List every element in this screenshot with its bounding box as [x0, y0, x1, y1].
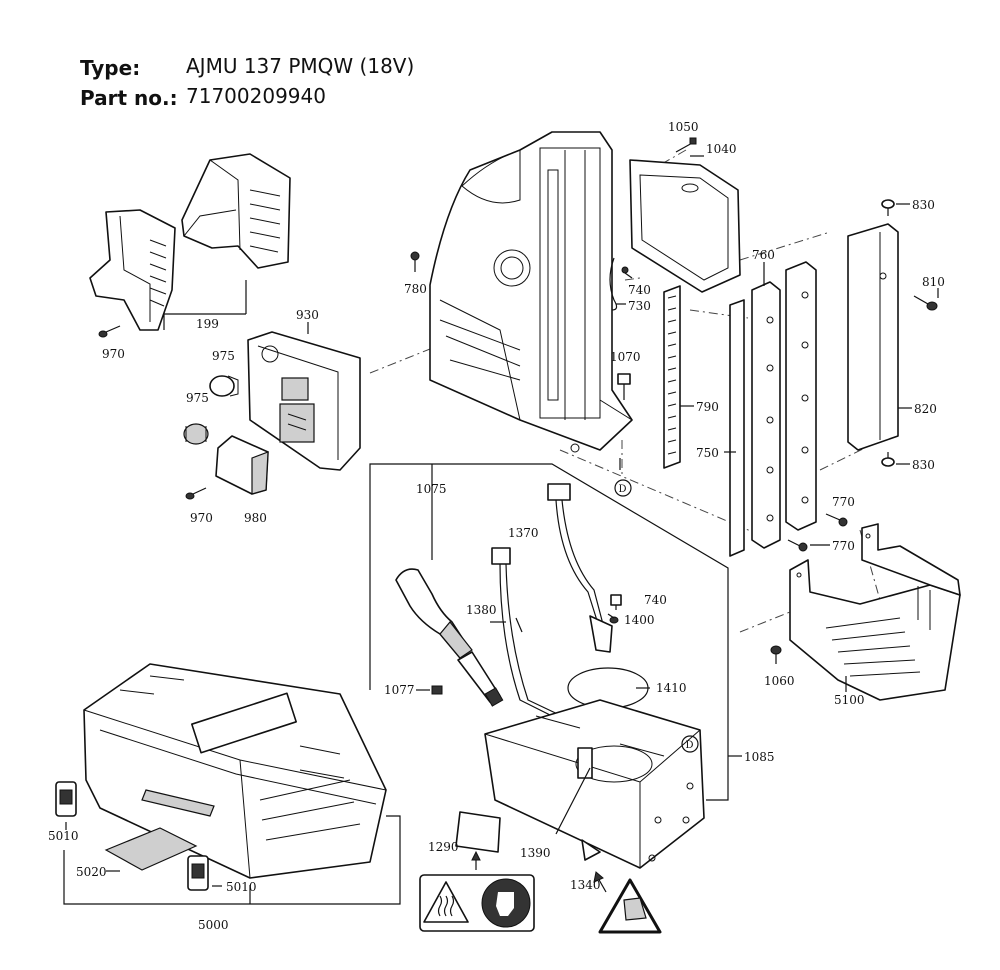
- callout-790: 790: [696, 400, 719, 414]
- reference-marker-d-lower: D: [681, 735, 699, 753]
- tool-handle-1075: [395, 568, 504, 707]
- screw-970-lower: [185, 487, 207, 500]
- callout-770-upper: 770: [832, 495, 855, 509]
- callout-labels: 1050 1040 830 810 820 830 760 780 740 73…: [48, 120, 945, 932]
- rail-inner: [785, 261, 817, 531]
- callout-1380: 1380: [466, 603, 497, 617]
- callout-199: 199: [196, 317, 219, 331]
- callout-740-lower: 740: [644, 593, 667, 607]
- callout-780: 780: [404, 282, 427, 296]
- callout-1060: 1060: [764, 674, 795, 688]
- svg-text:D: D: [619, 484, 627, 495]
- callout-970-lower: 970: [190, 511, 213, 525]
- latch-5010-left: [55, 781, 77, 817]
- callout-1040: 1040: [706, 142, 737, 156]
- callout-810: 810: [922, 275, 945, 289]
- callout-1370: 1370: [508, 526, 539, 540]
- screw-810: [913, 295, 938, 311]
- cable-1370: [547, 483, 613, 653]
- screw-970-upper: [98, 325, 121, 338]
- main-column-housing: [429, 131, 633, 453]
- svg-text:D: D: [686, 740, 694, 751]
- callout-1075: 1075: [416, 482, 447, 496]
- callout-975-upper: 975: [212, 349, 235, 363]
- callout-1390: 1390: [520, 846, 551, 860]
- part-number-label: Part no.:: [80, 86, 178, 110]
- callout-760: 760: [752, 248, 775, 262]
- cable-1380: [491, 547, 593, 741]
- guard-5100: [789, 523, 961, 701]
- base-block-1085: [484, 699, 705, 869]
- callout-750: 750: [696, 446, 719, 460]
- handle-assembly-199: [89, 153, 291, 331]
- screw-770-upper: [825, 513, 848, 527]
- screw-1070: [617, 373, 631, 400]
- callout-770-lower: 770: [832, 539, 855, 553]
- callout-1070: 1070: [610, 350, 641, 364]
- type-label: Type:: [80, 56, 141, 80]
- hot-surface-warning-icon: [423, 881, 469, 923]
- rail-820: [847, 223, 899, 451]
- leader-lines: [65, 155, 939, 887]
- callout-980: 980: [244, 511, 267, 525]
- warning-icons-panel: [419, 874, 535, 932]
- rack-790: [663, 285, 681, 469]
- callout-830-bottom: 830: [912, 458, 935, 472]
- small-part-1077: [431, 685, 443, 695]
- top-cover-housing: [629, 159, 741, 293]
- callout-1340: 1340: [570, 878, 601, 892]
- label-1290: [455, 811, 501, 853]
- assembly-bracket-1085: [369, 463, 729, 801]
- callout-5100: 5100: [834, 693, 865, 707]
- spring-730: [609, 257, 618, 311]
- screw-740-top: [621, 266, 633, 279]
- callout-5010-right: 5010: [226, 880, 257, 894]
- document-card-5020: [104, 827, 198, 871]
- callout-1085: 1085: [744, 750, 775, 764]
- callout-5010-left: 5010: [48, 829, 79, 843]
- screw-1060: [770, 645, 782, 664]
- pin-780: [410, 251, 420, 272]
- label-1340: [581, 839, 601, 861]
- callout-1290: 1290: [428, 840, 459, 854]
- type-value: AJMU 137 PMQW (18V): [186, 54, 415, 78]
- reference-marker-d-upper: D: [614, 479, 632, 497]
- screw-830-top: [881, 199, 895, 216]
- carry-case-5000: [83, 663, 387, 879]
- callout-740-top: 740: [628, 283, 651, 297]
- callout-1050: 1050: [668, 120, 699, 134]
- callout-930: 930: [296, 308, 319, 322]
- callout-5000: 5000: [198, 918, 229, 932]
- screw-830-bottom: [881, 452, 895, 467]
- callout-830-top: 830: [912, 198, 935, 212]
- control-housing-930: [247, 331, 361, 471]
- knob-975-lower: [183, 423, 209, 445]
- cap-980: [215, 435, 269, 495]
- hand-crush-warning-icon: [598, 878, 662, 934]
- knob-975-upper: [209, 375, 239, 397]
- callout-730: 730: [628, 299, 651, 313]
- part-number-value: 71700209940: [186, 84, 326, 108]
- arrow-to-label-1340: [597, 877, 607, 893]
- screw-1050: [675, 137, 697, 153]
- callout-970-upper: 970: [102, 347, 125, 361]
- rail-760: [751, 281, 781, 549]
- screw-770-lower: [787, 539, 808, 552]
- washer-1400: [609, 616, 619, 624]
- callout-1410: 1410: [656, 681, 687, 695]
- guide-strip-750: [729, 299, 745, 557]
- callout-975-lower: 975: [186, 391, 209, 405]
- latch-5010-right: [187, 855, 209, 891]
- callout-1400: 1400: [624, 613, 655, 627]
- screw-740-lower: [610, 594, 622, 610]
- callout-1077: 1077: [384, 683, 415, 697]
- callout-5020: 5020: [76, 865, 107, 879]
- assembly-guide-lines: [369, 149, 881, 633]
- callout-820: 820: [914, 402, 937, 416]
- case-bracket: [63, 815, 401, 905]
